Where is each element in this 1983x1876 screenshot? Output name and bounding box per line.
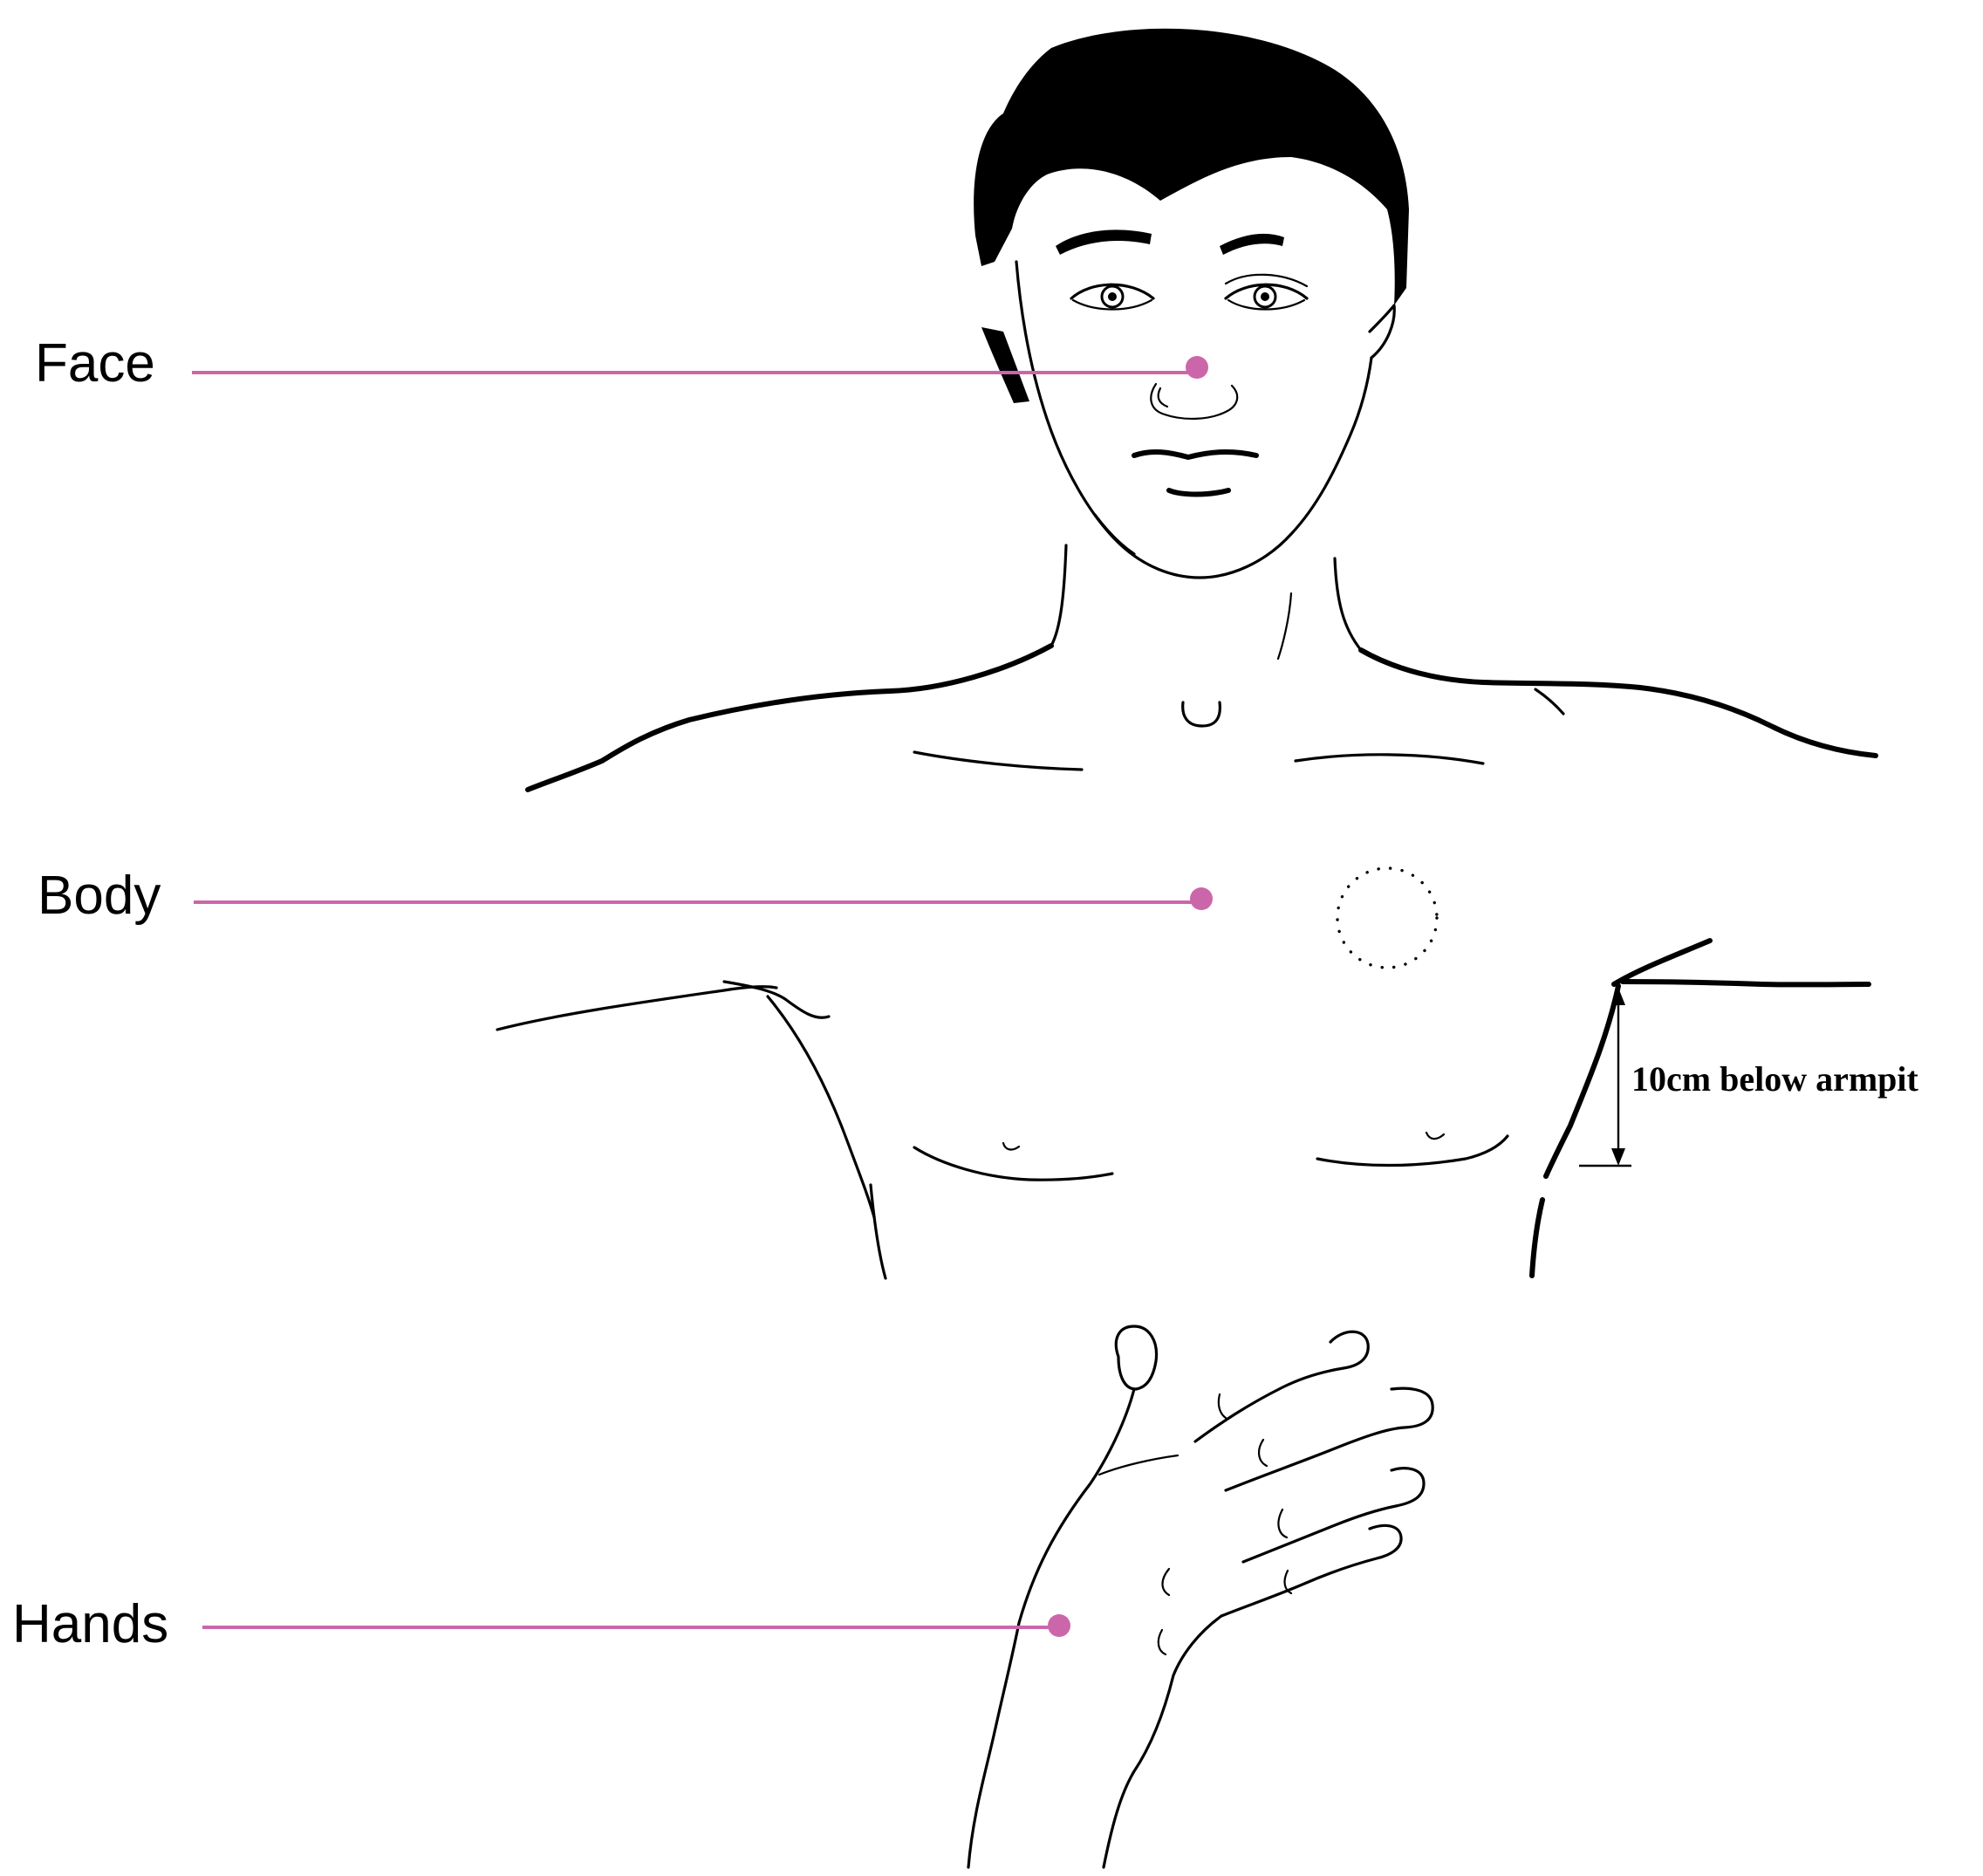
palm-line xyxy=(1099,1455,1178,1475)
shoulder-fold xyxy=(1535,689,1563,714)
neck-left xyxy=(1051,545,1066,646)
face-label: Face xyxy=(35,333,155,394)
right-torso-side xyxy=(1546,986,1618,1176)
shoulders-illustration xyxy=(528,646,1876,790)
hair-sideburn-right xyxy=(1387,209,1409,305)
hand-illustration xyxy=(968,1326,1433,1867)
nose xyxy=(1151,384,1237,419)
hands-callout: Hands xyxy=(12,1594,1070,1654)
left-arm-line xyxy=(497,987,776,1030)
face-site-dot xyxy=(1186,356,1208,379)
middle-finger xyxy=(1226,1388,1433,1490)
right-nipple xyxy=(1426,1133,1444,1139)
right-eyebrow xyxy=(1220,234,1284,255)
measurement-arrowhead-bottom xyxy=(1611,1148,1625,1166)
lower-lip xyxy=(1169,490,1228,495)
sternal-notch xyxy=(1183,702,1221,726)
jaw-shading xyxy=(1095,515,1134,554)
knuckle-crease xyxy=(1159,1630,1166,1654)
right-shoulder-line xyxy=(1361,650,1876,756)
hands-label: Hands xyxy=(12,1594,168,1654)
body-callout: Body xyxy=(38,866,1213,926)
right-torso-lower xyxy=(1532,1200,1542,1276)
left-shoulder-line xyxy=(528,646,1051,790)
right-arm-top xyxy=(1623,982,1869,984)
right-clavicle xyxy=(1296,755,1483,763)
left-pectoral xyxy=(914,1147,1112,1180)
hair xyxy=(987,29,1409,262)
knuckle-crease xyxy=(1259,1440,1267,1466)
right-ear xyxy=(1370,305,1394,358)
hands-site-dot xyxy=(1048,1614,1070,1637)
right-arm-line xyxy=(1614,941,1710,984)
left-clavicle xyxy=(914,752,1082,770)
left-nipple xyxy=(1003,1143,1019,1149)
left-eye xyxy=(1071,284,1153,309)
thumb xyxy=(1116,1326,1156,1389)
hair-sideburn-left xyxy=(981,327,1029,403)
left-torso-lower xyxy=(871,1185,886,1278)
nose-bridge xyxy=(1159,388,1167,407)
neck-fold xyxy=(1278,593,1291,659)
left-torso-side xyxy=(768,996,874,1217)
body-label: Body xyxy=(38,866,161,926)
mouth xyxy=(1134,452,1256,457)
left-eyebrow xyxy=(1056,229,1152,255)
right-pectoral xyxy=(1317,1136,1508,1166)
neck-right xyxy=(1335,558,1361,650)
index-finger xyxy=(1195,1332,1368,1441)
knuckle-crease xyxy=(1163,1569,1170,1595)
armpit-measurement: 10cm below armpit xyxy=(1579,988,1919,1166)
little-finger xyxy=(1221,1525,1401,1616)
body-site-dot xyxy=(1190,887,1213,910)
knuckle-crease xyxy=(1278,1510,1287,1537)
dotted-circle-icon xyxy=(1337,868,1437,968)
measurement-label: 10cm below armpit xyxy=(1631,1059,1919,1099)
right-eye xyxy=(1226,275,1307,310)
face-illustration xyxy=(974,29,1409,726)
knuckle-crease xyxy=(1219,1394,1226,1418)
